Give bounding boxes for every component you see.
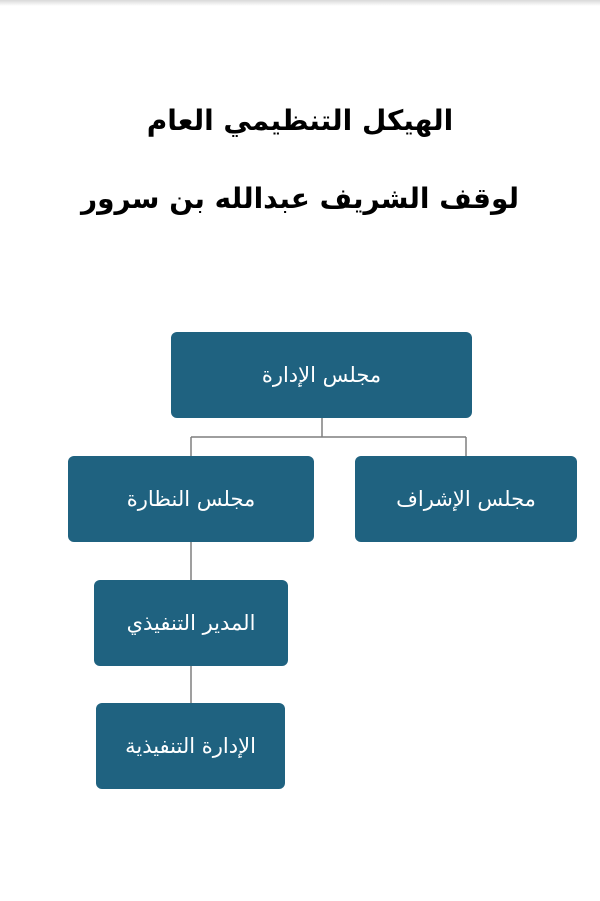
page-subtitle: لوقف الشريف عبدالله بن سرور bbox=[80, 182, 520, 215]
page-top-edge bbox=[0, 0, 600, 6]
node-board-of-directors: مجلس الإدارة bbox=[171, 332, 472, 418]
page-title: الهيكل التنظيمي العام bbox=[146, 104, 454, 137]
node-executive-director: المدير التنفيذي bbox=[94, 580, 288, 666]
node-executive-management: الإدارة التنفيذية bbox=[96, 703, 285, 789]
node-oversight-council: مجلس الإشراف bbox=[355, 456, 577, 542]
node-nazara-council: مجلس النظارة bbox=[68, 456, 314, 542]
